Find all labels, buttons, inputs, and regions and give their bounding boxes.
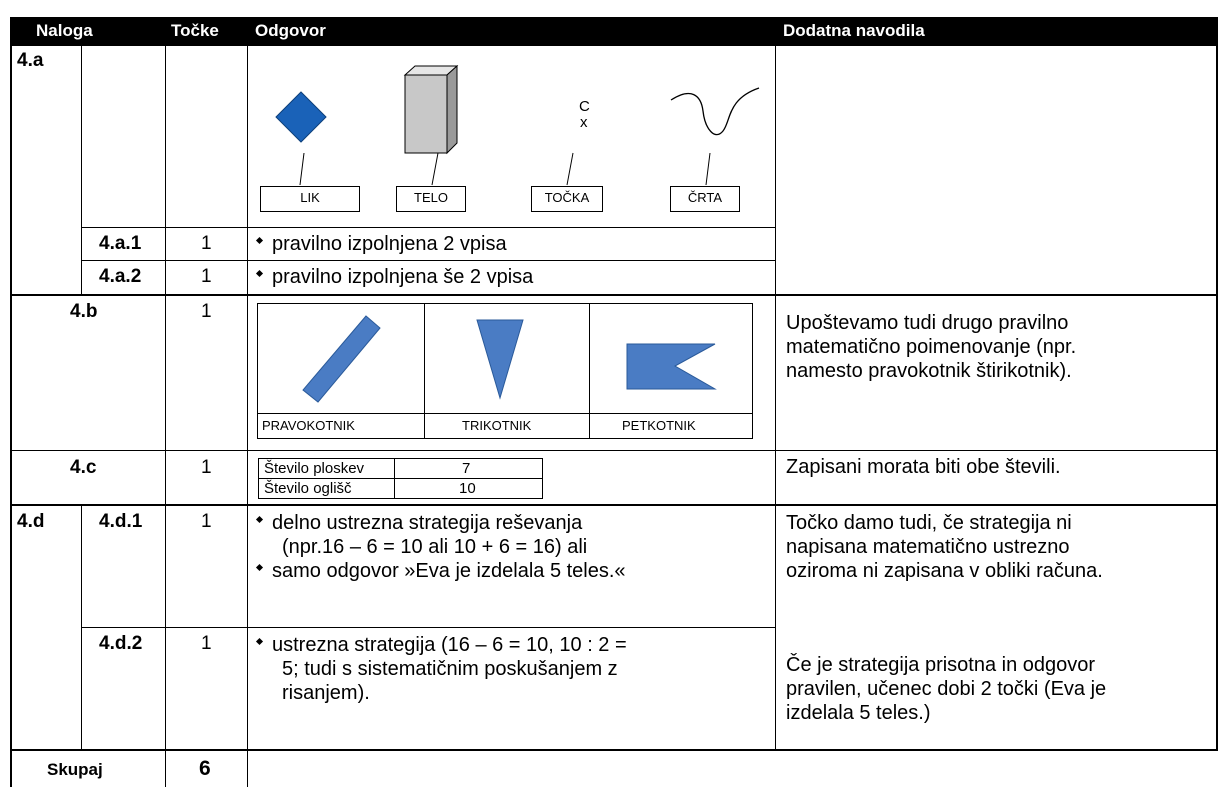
note-4b: Upoštevamo tudi drugo pravilno matematič…	[786, 312, 1077, 382]
header-navodila	[776, 18, 1217, 44]
shapes-box	[257, 303, 753, 439]
header-navodila-label: Dodatna navodila	[783, 21, 925, 40]
pentagon-shape	[626, 343, 717, 390]
points-4a1: 1	[201, 233, 212, 254]
grid-line	[10, 44, 1218, 46]
grid-line	[257, 413, 753, 414]
task-label-4c: 4.c	[70, 457, 97, 478]
leader-lines	[299, 152, 711, 186]
task-label-4d2: 4.d.2	[99, 633, 143, 654]
task-label-4a: 4.a	[17, 50, 44, 71]
count-value-faces: 7	[462, 460, 471, 477]
rectangle-shape	[302, 315, 381, 403]
header-tocke	[166, 18, 247, 44]
answer-4a1: pravilno izpolnjena 2 vpisa	[255, 232, 507, 256]
answer-4d1: delno ustrezna strategija reševanja (npr…	[255, 511, 626, 583]
diamond-shape	[275, 91, 327, 143]
task-label-4a1: 4.a.1	[99, 233, 142, 254]
bullet-icon	[255, 236, 264, 245]
grid-line	[81, 227, 776, 228]
points-4d2: 1	[201, 633, 212, 654]
grid-line	[10, 749, 1218, 751]
grid-line	[165, 17, 166, 787]
header-naloga	[12, 18, 165, 44]
count-value-vertices: 10	[459, 480, 476, 497]
grid-line	[775, 17, 776, 750]
total-points: 6	[199, 757, 211, 780]
task-label-4a2: 4.a.2	[99, 266, 142, 287]
note-4d2: Če je strategija prisotna in odgovor pra…	[786, 654, 1107, 724]
curve-shape	[670, 87, 760, 136]
label-box-telo: TELO	[396, 186, 466, 212]
header-tocke-label: Točke	[171, 21, 219, 40]
label-box-lik: LIK	[260, 186, 360, 212]
header-odgovor-label: Odgovor	[255, 21, 326, 40]
task-label-4d1: 4.d.1	[99, 511, 143, 532]
note-4d1: Točko damo tudi, če strategija ni napisa…	[786, 512, 1103, 582]
bullet-icon	[255, 563, 264, 572]
total-label: Skupaj	[47, 760, 103, 779]
bullet-icon	[255, 269, 264, 278]
label-pravokotnik: PRAVOKOTNIK	[262, 418, 355, 433]
grid-line	[589, 303, 590, 439]
triangle-shape	[476, 319, 524, 400]
points-4c: 1	[201, 457, 212, 478]
bullet-icon	[255, 637, 264, 646]
count-name-vertices: Število oglišč	[264, 480, 352, 497]
point-mark-x: x	[580, 114, 588, 131]
grid-line	[247, 17, 248, 787]
point-label-c: C	[579, 98, 590, 115]
label-box-crta: ČRTA	[670, 186, 740, 212]
label-petkotnik: PETKOTNIK	[622, 418, 696, 433]
count-name-faces: Število ploskev	[264, 460, 365, 477]
grid-line	[81, 627, 776, 628]
label-trikotnik: TRIKOTNIK	[462, 418, 532, 433]
task-label-4b: 4.b	[70, 301, 98, 322]
points-4a2: 1	[201, 266, 212, 287]
grid-line	[10, 17, 12, 787]
grid-line	[258, 478, 543, 479]
note-4c: Zapisani morata biti obe števili.	[786, 456, 1061, 478]
points-4b: 1	[201, 301, 212, 322]
task-label-4d: 4.d	[17, 511, 45, 532]
answer-4a2: pravilno izpolnjena še 2 vpisa	[255, 265, 533, 289]
grid-line	[10, 450, 1218, 451]
grid-line	[10, 17, 1218, 19]
bullet-icon	[255, 515, 264, 524]
grid-line	[1216, 17, 1218, 750]
grid-line	[10, 504, 1218, 506]
header-naloga-label: Naloga	[36, 21, 93, 40]
grid-line	[81, 44, 82, 294]
answer-4d2: ustrezna strategija (16 – 6 = 10, 10 : 2…	[255, 633, 627, 705]
grid-line	[10, 294, 1218, 296]
cuboid-shape	[403, 65, 459, 155]
points-4d1: 1	[201, 511, 212, 532]
header-odgovor	[248, 18, 775, 44]
label-box-tocka: TOČKA	[531, 186, 603, 212]
grid-line	[81, 260, 776, 261]
grid-line	[424, 303, 425, 439]
